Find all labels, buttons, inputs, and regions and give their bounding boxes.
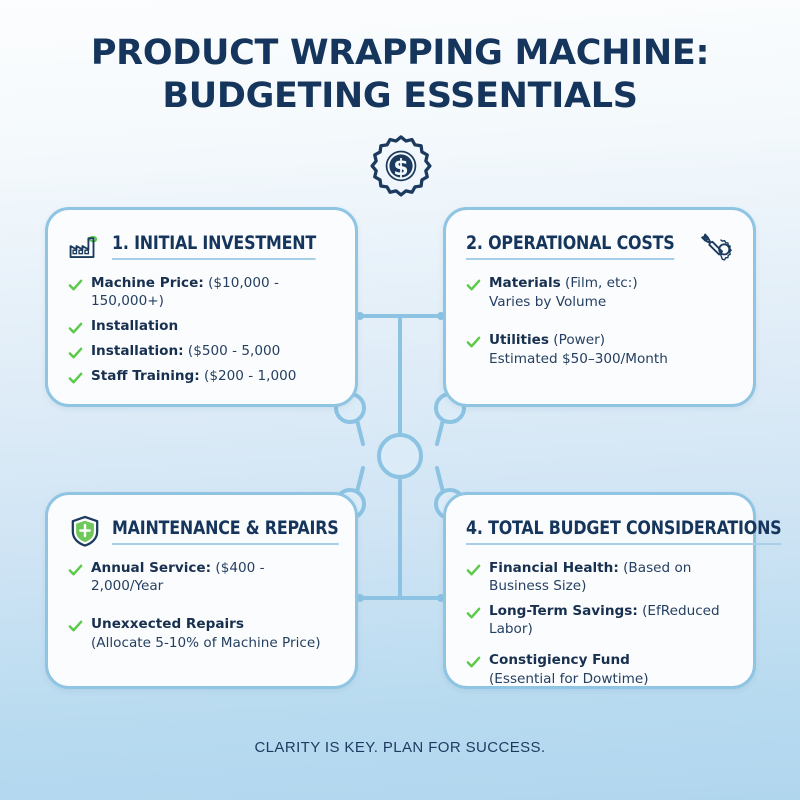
check-icon [68,564,83,576]
list-item-text: Machine Price: ($10,000 - 150,000+) [91,275,339,311]
card-initial-investment: 1. INITIAL INVESTMENT Machine Price: ($1… [45,207,358,407]
list-item-bold: Installation: [91,342,184,359]
list-item-text: Long-Term Savings: (EfReduced Labor) [489,603,737,639]
list-item-rest: ($500 - 5,000 [183,342,281,359]
list-item-rest: ($10,000 - 150,000+) [91,275,279,309]
page-title: PRODUCT WRAPPING MACHINE: BUDGETING ESSE… [0,32,800,117]
list-item-sub: (Allocate 5-10% of Machine Price) [91,634,321,651]
card-header: 2. OPERATIONAL COSTS [446,210,753,262]
list-item-bold: Annual Service: [91,560,212,576]
card-operational-costs: 2. OPERATIONAL COSTS Materials (Film, et… [443,207,756,407]
list-item-bold: Materials [489,275,561,291]
list-item-rest: (Film, etc:) [560,275,638,291]
list-item-bold: Installation [91,317,179,334]
list-item-text: Staff Training: ($200 - 1,000 [91,368,296,386]
list-item: Installation: ($500 - 5,000 [68,343,339,361]
bullet-list: Financial Health: (Based on Business Siz… [446,547,753,689]
list-item-bold: Machine Price: [91,275,204,291]
title-line-2: BUDGETING ESSENTIALS [162,75,638,116]
list-item-sub: Estimated $50–300/Month [489,350,668,367]
footer-tagline: CLARITY IS KEY. PLAN FOR SUCCESS. [254,739,546,756]
list-item: Installation [68,318,339,336]
check-icon [68,347,83,359]
wrench-gear-icon [700,230,734,262]
card-heading: MAINTENANCE & REPAIRS [112,517,339,545]
list-item-text: Unexxected Repairs (Allocate 5-10% of Mac… [91,616,321,653]
spoke-bottom-right [435,466,447,502]
list-item-text: Constigiency Fund (Essential for Dowtime) [489,652,649,689]
bullet-list: Annual Service: ($400 - 2,000/Year Unexx… [48,547,355,653]
list-item: Constigiency Fund (Essential for Dowtime) [466,652,737,689]
list-item: Financial Health: (Based on Business Siz… [466,560,737,596]
bullet-list: Materials (Film, etc:) Varies by Volume U… [446,262,753,369]
check-icon [466,279,481,291]
list-item-rest: (Power) [548,331,606,348]
list-item-text: Materials (Film, etc:) Varies by Volume [489,275,638,312]
check-icon [68,322,83,334]
list-item-bold: Financial Health: [489,560,619,576]
card-header: 1. INITIAL INVESTMENT [48,210,355,262]
list-item: Materials (Film, etc:) Varies by Volume [466,275,737,312]
check-icon [466,564,481,576]
card-maintenance-repairs: MAINTENANCE & REPAIRS Annual Service: ($… [45,492,358,689]
list-item-text: Financial Health: (Based on Business Siz… [489,560,737,596]
card-header: 4. TOTAL BUDGET CONSIDERATIONS [446,495,782,547]
title-line-1: PRODUCT WRAPPING MACHINE: [90,33,710,73]
factory-icon [68,230,102,262]
card-heading: 4. TOTAL BUDGET CONSIDERATIONS [466,517,782,545]
gear-dollar-icon: $ [366,132,436,202]
list-item: Annual Service: ($400 - 2,000/Year [68,560,339,596]
list-item-rest: ($200 - 1,000 [199,367,297,384]
check-icon [466,607,481,619]
check-icon [466,656,481,668]
connector-nodes [334,392,466,520]
list-item: Long-Term Savings: (EfReduced Labor) [466,603,737,639]
card-heading: 1. INITIAL INVESTMENT [112,232,316,260]
node-center-hub [377,433,423,479]
list-item-text: Installation: ($500 - 5,000 [91,343,280,361]
svg-text:$: $ [393,156,408,181]
list-item: Utilities (Power) Estimated $50–300/Month [466,332,737,369]
list-item-rest: (EfReduced Labor) [489,602,720,637]
list-item-bold: Long-Term Savings: [489,602,638,619]
bullet-list: Machine Price: ($10,000 - 150,000+) Inst… [48,262,355,386]
list-item: Unexxected Repairs (Allocate 5-10% of Mac… [68,616,339,653]
list-item-rest: (Based on Business Size) [489,560,692,594]
list-item-sub: (Essential for Dowtime) [489,670,649,687]
list-item-text: Installation [91,318,178,336]
connector-joints [356,312,445,602]
list-item-sub: Varies by Volume [489,293,607,310]
list-item-text: Utilities (Power) Estimated $50–300/Month [489,332,668,369]
check-icon [68,279,83,291]
card-header: MAINTENANCE & REPAIRS [48,495,355,547]
list-item-bold: Unexxected Repairs [91,615,244,632]
card-heading: 2. OPERATIONAL COSTS [466,232,675,260]
list-item: Machine Price: ($10,000 - 150,000+) [68,275,339,311]
list-item-rest: ($400 - 2,000/Year [91,560,265,594]
check-icon [68,620,83,632]
list-item-bold: Staff Training: [91,367,200,384]
list-item-bold: Utilities [489,331,549,348]
list-item: Staff Training: ($200 - 1,000 [68,368,339,386]
shield-icon [68,515,102,547]
spoke-top-left [353,410,365,446]
card-total-budget-considerations: 4. TOTAL BUDGET CONSIDERATIONS Financial… [443,492,782,689]
list-item-bold: Constigiency Fund [489,651,630,668]
spoke-top-right [435,410,447,446]
check-icon [466,336,481,348]
list-item-text: Annual Service: ($400 - 2,000/Year [91,560,339,596]
check-icon [68,372,83,384]
spoke-bottom-left [353,466,365,502]
